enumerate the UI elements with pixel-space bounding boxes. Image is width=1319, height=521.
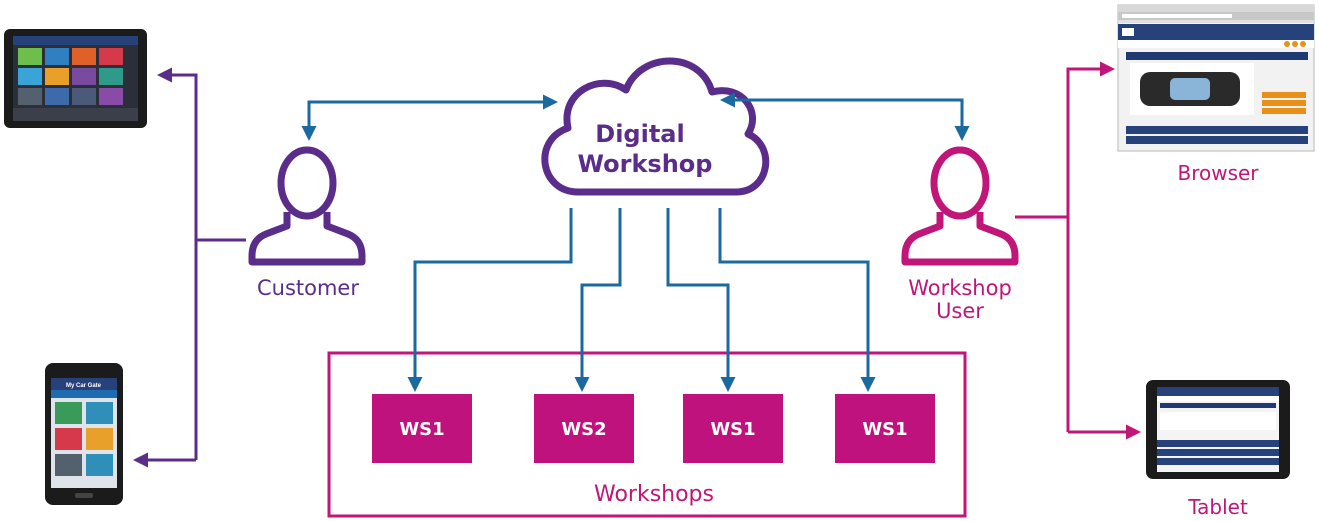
workshop-box-1: WS1	[372, 394, 472, 463]
workshop-box-label: WS2	[561, 419, 606, 440]
workshop-tablet-device	[1146, 380, 1290, 479]
workshop-box-label: WS1	[399, 419, 444, 440]
cloud-title-line1: Digital	[595, 120, 684, 148]
customer-tablet-device	[4, 29, 147, 128]
customer-phone-device: My Car Gate	[45, 363, 123, 505]
phone-app-title: My Car Gate	[66, 383, 102, 389]
connector-cloud-ws1	[407, 208, 573, 392]
connector-cloud-ws4	[718, 208, 876, 392]
connector-to-browser	[1066, 61, 1115, 432]
cloud-icon: Digital Workshop	[541, 57, 770, 196]
workshop-box-2: WS2	[534, 394, 634, 463]
customer-person-icon	[248, 146, 366, 266]
cloud-title-line2: Workshop	[578, 150, 713, 178]
browser-window-device	[1117, 4, 1315, 152]
workshop-box-4: WS1	[835, 394, 935, 463]
workshop-user-person-icon	[901, 146, 1019, 266]
connector-cloud-customer	[301, 94, 558, 141]
connector-cloud-workshop-user	[720, 92, 970, 141]
workshop-box-label: WS1	[710, 419, 755, 440]
workshops-container	[327, 351, 967, 518]
browser-label: Browser	[1177, 161, 1259, 185]
workshop-box-label: WS1	[862, 419, 907, 440]
tablet-label: Tablet	[1187, 495, 1248, 519]
customer-label: Customer	[257, 276, 359, 300]
connector-cloud-ws3	[666, 208, 736, 392]
connector-to-tablet-left	[157, 67, 198, 460]
workshop-box-3: WS1	[683, 394, 783, 463]
workshop-user-label-line2: User	[936, 299, 984, 323]
workshop-user-label-line1: Workshop	[908, 276, 1012, 300]
workshops-label: Workshops	[594, 482, 714, 507]
connector-cloud-ws2	[574, 208, 622, 392]
